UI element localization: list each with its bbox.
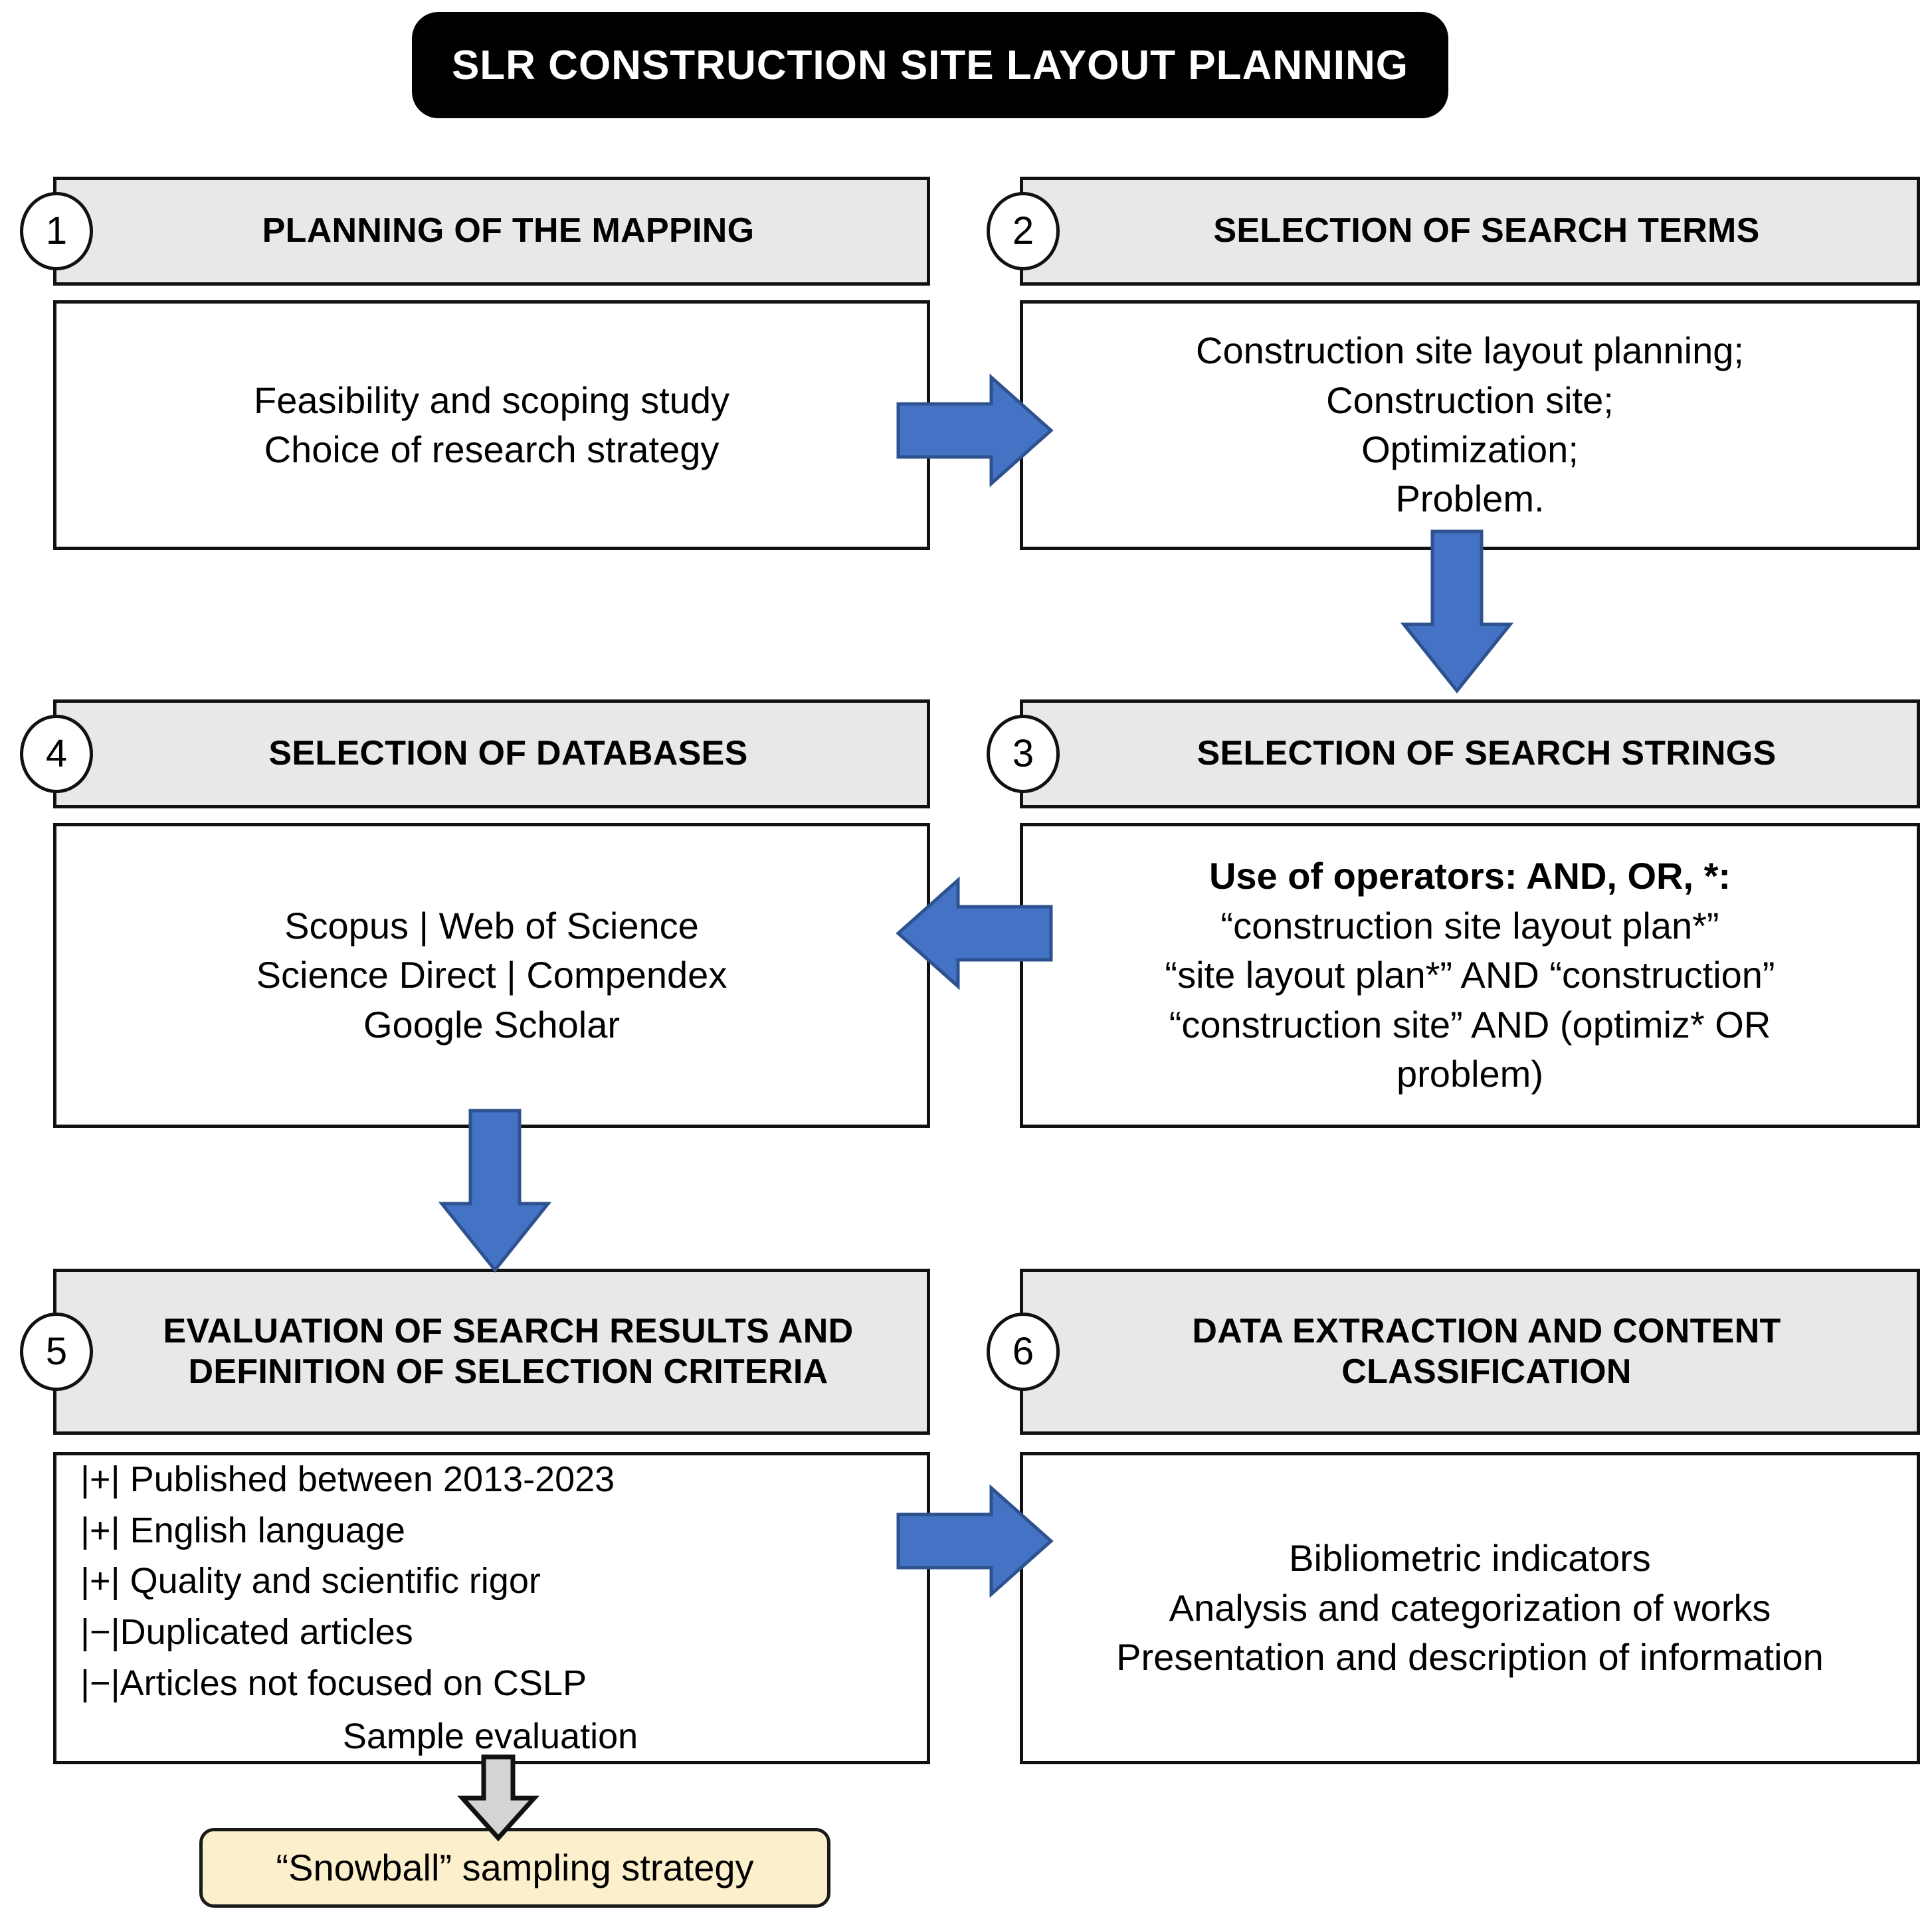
step-6-body-box: Bibliometric indicators Analysis and cat… bbox=[1020, 1452, 1920, 1764]
step-3-line: “construction site layout plan*” bbox=[1220, 904, 1719, 947]
arrow-step5-to-step6-icon bbox=[896, 1484, 1054, 1598]
step-2-content: Construction site layout planning; Const… bbox=[1023, 326, 1917, 524]
step-6-header-band: DATA EXTRACTION AND CONTENT CLASSIFICATI… bbox=[1020, 1269, 1920, 1435]
criteria-item: |−|Duplicated articles bbox=[80, 1607, 927, 1658]
step-2-line: Problem. bbox=[1395, 478, 1545, 520]
step-4-content: Scopus | Web of Science Science Direct |… bbox=[56, 901, 927, 1050]
step-6-content: Bibliometric indicators Analysis and cat… bbox=[1023, 1534, 1917, 1682]
step-1-line: Choice of research strategy bbox=[264, 428, 720, 470]
snowball-sampling-box: “Snowball” sampling strategy bbox=[199, 1828, 830, 1908]
step-1-header-band: PLANNING OF THE MAPPING bbox=[53, 177, 930, 286]
step-1-number: 1 bbox=[45, 209, 68, 252]
arrow-step1-to-step2-icon bbox=[896, 373, 1054, 488]
step-6-line: Presentation and description of informat… bbox=[1116, 1636, 1824, 1679]
step-6-line: Bibliometric indicators bbox=[1289, 1537, 1651, 1580]
criteria-text: English language bbox=[120, 1510, 405, 1550]
arrow-step2-to-step3-icon bbox=[1400, 529, 1514, 694]
step-2-body-box: Construction site layout planning; Const… bbox=[1020, 300, 1920, 550]
step-6-line: Analysis and categorization of works bbox=[1169, 1586, 1771, 1629]
step-2-line: Construction site layout planning; bbox=[1196, 329, 1744, 372]
step-2-line: Optimization; bbox=[1361, 428, 1579, 470]
step-3-line: problem) bbox=[1397, 1053, 1543, 1095]
arrow-step3-to-step4-icon bbox=[896, 876, 1053, 990]
step-2-number-badge: 2 bbox=[987, 192, 1060, 270]
step-4-line: Scopus | Web of Science bbox=[284, 904, 699, 947]
step-3-number: 3 bbox=[1012, 732, 1034, 775]
criteria-text: Quality and scientific rigor bbox=[120, 1561, 541, 1601]
step-4-header-band: SELECTION OF DATABASES bbox=[53, 699, 930, 808]
criteria-mark: |+| bbox=[80, 1459, 120, 1499]
step-6-number: 6 bbox=[1012, 1330, 1034, 1373]
step-5-criteria-list: |+| Published between 2013-2023 |+| Engl… bbox=[56, 1454, 927, 1762]
criteria-mark: |+| bbox=[80, 1561, 120, 1601]
step-4-number-badge: 4 bbox=[20, 715, 93, 793]
step-1-header-label: PLANNING OF THE MAPPING bbox=[262, 211, 755, 250]
step-2-line: Construction site; bbox=[1326, 379, 1614, 421]
step-3-line: “site layout plan*” AND “construction” bbox=[1165, 954, 1775, 996]
step-3-line: “construction site” AND (optimiz* OR bbox=[1169, 1003, 1771, 1046]
step-1-number-badge: 1 bbox=[20, 192, 93, 270]
step-4-line: Science Direct | Compendex bbox=[256, 954, 727, 996]
step-6-number-badge: 6 bbox=[987, 1313, 1060, 1391]
sample-evaluation-note: Sample evaluation bbox=[342, 1716, 638, 1757]
criteria-mark: |−| bbox=[80, 1612, 120, 1652]
page-title: SLR CONSTRUCTION SITE LAYOUT PLANNING bbox=[451, 42, 1409, 88]
step-4-number: 4 bbox=[45, 732, 68, 775]
arrow-step4-to-step5-icon bbox=[438, 1109, 552, 1273]
step-1-line: Feasibility and scoping study bbox=[254, 379, 729, 421]
criteria-text: Published between 2013-2023 bbox=[120, 1459, 615, 1499]
step-3-body-box: Use of operators: AND, OR, *: “construct… bbox=[1020, 823, 1920, 1128]
step-5-number-badge: 5 bbox=[20, 1313, 93, 1391]
criteria-item: |+| Published between 2013-2023 bbox=[80, 1454, 927, 1505]
step-5-body-box: |+| Published between 2013-2023 |+| Engl… bbox=[53, 1452, 930, 1764]
step-1-content: Feasibility and scoping study Choice of … bbox=[56, 376, 927, 475]
step-3-line: Use of operators: AND, OR, *: bbox=[1208, 855, 1731, 897]
step-3-content: Use of operators: AND, OR, *: “construct… bbox=[1023, 852, 1917, 1099]
step-3-header-band: SELECTION OF SEARCH STRINGS bbox=[1020, 699, 1920, 808]
step-5-header-label: EVALUATION OF SEARCH RESULTS AND DEFINIT… bbox=[163, 1311, 854, 1391]
step-2-header-label: SELECTION OF SEARCH TERMS bbox=[1213, 211, 1760, 250]
step-2-header-band: SELECTION OF SEARCH TERMS bbox=[1020, 177, 1920, 286]
criteria-mark: |+| bbox=[80, 1510, 120, 1550]
step-4-line: Google Scholar bbox=[363, 1003, 620, 1046]
step-5-header-band: EVALUATION OF SEARCH RESULTS AND DEFINIT… bbox=[53, 1269, 930, 1435]
criteria-text: Duplicated articles bbox=[120, 1612, 413, 1652]
criteria-text: Articles not focused on CSLP bbox=[120, 1663, 587, 1703]
arrow-step5-to-snowball-icon bbox=[457, 1754, 539, 1842]
step-1-body-box: Feasibility and scoping study Choice of … bbox=[53, 300, 930, 550]
criteria-mark: |−| bbox=[80, 1663, 120, 1703]
page-title-banner: SLR CONSTRUCTION SITE LAYOUT PLANNING bbox=[412, 12, 1448, 118]
step-6-header-label: DATA EXTRACTION AND CONTENT CLASSIFICATI… bbox=[1192, 1311, 1781, 1391]
criteria-item: |+| English language bbox=[80, 1505, 927, 1556]
step-3-number-badge: 3 bbox=[987, 715, 1060, 793]
step-2-number: 2 bbox=[1012, 209, 1034, 252]
snowball-label: “Snowball” sampling strategy bbox=[276, 1847, 754, 1888]
step-4-header-label: SELECTION OF DATABASES bbox=[268, 734, 748, 773]
step-3-header-label: SELECTION OF SEARCH STRINGS bbox=[1197, 734, 1777, 773]
step-5-number: 5 bbox=[45, 1330, 68, 1373]
step-4-body-box: Scopus | Web of Science Science Direct |… bbox=[53, 823, 930, 1128]
criteria-item: |+| Quality and scientific rigor bbox=[80, 1556, 927, 1607]
criteria-item: |−|Articles not focused on CSLP bbox=[80, 1658, 927, 1709]
